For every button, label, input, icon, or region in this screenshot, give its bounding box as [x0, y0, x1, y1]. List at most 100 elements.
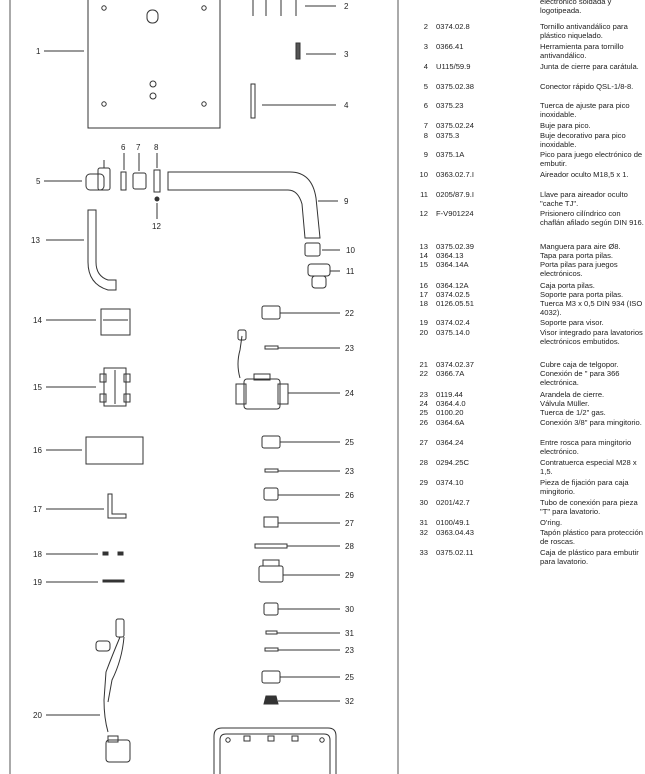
part-number: 31 — [419, 518, 428, 527]
part-description: Conector rápido QSL-1/8-8. — [540, 82, 634, 91]
part-code: F-V901224 — [436, 209, 474, 218]
part-code: 0374.02.5 — [436, 290, 470, 299]
part-description: Cubre caja de telgopor. — [540, 360, 619, 369]
part-description: Conexión 3/8" para mingitorio. — [540, 418, 642, 427]
part-description: Llave para aireador oculto "cache TJ". — [540, 190, 628, 209]
part-code: 0366.41 — [436, 42, 464, 51]
exploded-parts-diagram: 1 2 3 4 5 6 7 8 9 10 11 12 13 14 15 16 1… — [9, 0, 399, 774]
callout-20: 20 — [33, 711, 42, 720]
part-bracket-drawing — [107, 493, 127, 519]
part-nuts-drawing — [102, 551, 124, 556]
part-code: 0375.02.38 — [436, 82, 475, 91]
part-description: Buje para pico. — [540, 121, 591, 130]
part-description: Visor integrado para lavatorios electrón… — [540, 328, 643, 347]
part-number: 23 — [419, 390, 428, 399]
part-tool-drawing — [295, 42, 301, 60]
part-number: 9 — [423, 150, 428, 159]
part-code: 0364.13 — [436, 251, 464, 260]
part-description: Tornillo antivandálico para plástico niq… — [540, 22, 628, 41]
part-description: O'ring. — [540, 518, 563, 527]
part-code: 0375.1A — [436, 150, 465, 159]
part-code: 0374.02.4 — [436, 318, 470, 327]
callout-25b: 25 — [345, 673, 354, 682]
part-faceplate-drawing — [87, 0, 221, 129]
part-number: 11 — [420, 190, 428, 199]
part-deco-bushing-drawing — [153, 169, 161, 193]
part-plug-drawing — [263, 695, 279, 705]
part-description: Aireador oculto M18,5 x 1. — [540, 170, 629, 179]
part-oring-drawing — [265, 630, 278, 635]
part-description: electrónico soldada y logotipeada. — [540, 0, 612, 16]
part-battery-cover-drawing — [100, 308, 131, 336]
part-code: 0375.02.39 — [436, 242, 475, 251]
part-description: Tuerca M3 x 0,5 DIN 934 (ISO 4032). — [540, 299, 643, 318]
part-number: 13 — [419, 242, 428, 251]
callout-7: 7 — [136, 143, 141, 152]
part-washer-drawing-3 — [264, 647, 279, 652]
part-number: 32 — [419, 528, 428, 537]
part-code: 0126.05.51 — [436, 299, 475, 308]
part-description: Tapa para porta pilas. — [540, 251, 614, 260]
callout-14: 14 — [33, 316, 42, 325]
part-code: 0294.25C — [436, 458, 469, 467]
part-spout-drawing — [167, 171, 321, 239]
part-description: Junta de cierre para carátula. — [540, 62, 639, 71]
part-description: Tapón plástico para protección de roscas… — [540, 528, 644, 547]
part-tube-drawing — [263, 602, 279, 616]
part-number: 3 — [423, 42, 428, 51]
part-number: 20 — [419, 328, 428, 337]
parts-list: electrónico soldada y logotipeada. 2 0374.… — [414, 0, 645, 774]
part-battery-box-drawing — [85, 436, 144, 465]
callout-26: 26 — [345, 491, 354, 500]
part-description: Porta pilas para juegos electrónicos. — [540, 260, 618, 279]
callout-22: 22 — [345, 309, 354, 318]
part-washer-drawing-1 — [264, 345, 279, 350]
part-number: 15 — [419, 260, 428, 269]
part-description: Conexión de " para 366 electrónica. — [540, 369, 620, 388]
part-description: Entre rosca para mingitorio electrónico. — [540, 438, 632, 457]
part-code: 0375.02.11 — [436, 548, 474, 557]
callout-3: 3 — [344, 50, 349, 59]
part-number: 8 — [423, 131, 428, 140]
part-number: 16 — [419, 281, 428, 290]
part-number: 29 — [419, 478, 428, 487]
part-code: 0374.02.37 — [436, 360, 475, 369]
part-number: 5 — [423, 82, 428, 91]
callout-11: 11 — [346, 267, 355, 276]
part-code: 0375.23 — [436, 101, 464, 110]
part-description: Manguera para aire Ø8. — [540, 242, 621, 251]
part-screws-drawing — [252, 0, 297, 16]
part-description: Arandela de cierre. — [540, 390, 605, 399]
part-code: U115/59.9 — [436, 62, 471, 71]
part-description: Contratuerca especial M28 x 1,5. — [540, 458, 637, 477]
part-code: 0364.4.0 — [436, 399, 466, 408]
part-code: 0375.3 — [436, 131, 460, 140]
part-number: 21 — [419, 360, 428, 369]
callout-5: 5 — [36, 177, 41, 186]
part-visor-drawing — [95, 618, 131, 763]
part-description: Buje decorativo para pico inoxidable. — [540, 131, 626, 150]
part-code: 0201/42.7 — [436, 498, 470, 507]
part-code: 0100.20 — [436, 408, 464, 417]
callout-13: 13 — [31, 236, 40, 245]
part-number: 2 — [423, 22, 428, 31]
part-number: 24 — [419, 399, 428, 408]
part-code: 0100/49.1 — [436, 518, 470, 527]
part-number: 28 — [419, 458, 428, 467]
part-number: 33 — [419, 548, 428, 557]
callout-17: 17 — [33, 505, 42, 514]
part-number: 6 — [423, 101, 428, 110]
callout-4: 4 — [344, 101, 349, 110]
part-description: Prisionero cilíndrico con chaflán afilad… — [540, 209, 644, 228]
callout-1: 1 — [36, 47, 41, 56]
part-code: 0119.44 — [436, 390, 463, 399]
callout-8: 8 — [154, 143, 159, 152]
part-description: Tuerca de ajuste para pico inoxidable. — [540, 101, 630, 120]
part-number: 14 — [419, 251, 428, 260]
part-valve-drawing — [235, 329, 289, 410]
part-counter-nut-drawing — [254, 543, 288, 549]
callout-18: 18 — [33, 550, 42, 559]
part-description: Caja porta pilas. — [540, 281, 595, 290]
callout-2: 2 — [344, 2, 349, 11]
part-code: 0375.02.24 — [436, 121, 475, 130]
